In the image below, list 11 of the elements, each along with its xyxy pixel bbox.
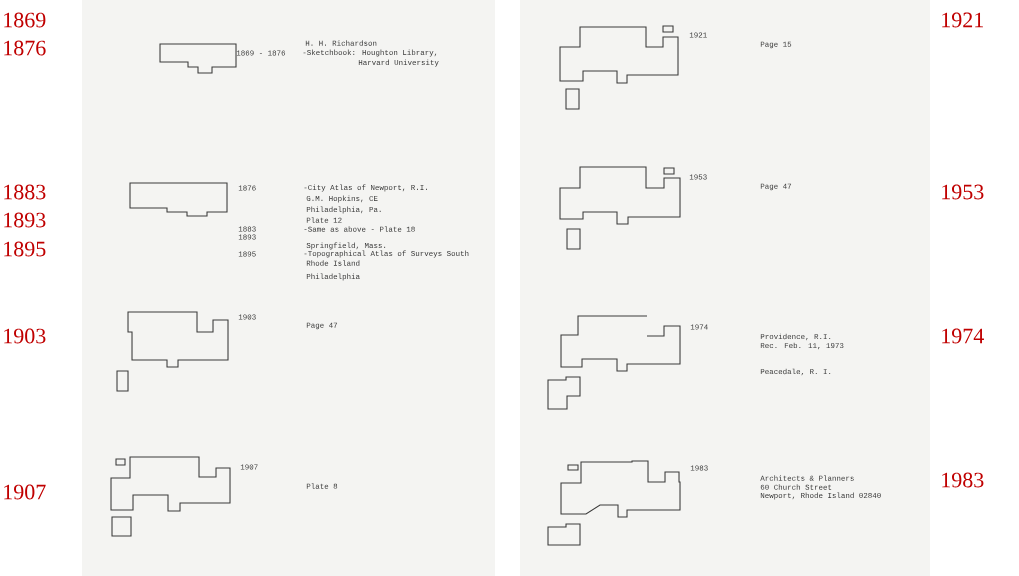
year-label: 1903 <box>4 328 46 344</box>
year-label: 1983 <box>942 472 984 488</box>
year-label: 1953 <box>942 184 984 200</box>
year-label: 1883 <box>4 184 46 200</box>
year-label: 1907 <box>4 484 46 500</box>
year-label: 1974 <box>942 328 984 344</box>
year-label: 1893 <box>4 212 46 228</box>
year-label: 1869 <box>4 12 46 28</box>
year-label: 1921 <box>942 12 983 28</box>
year-label: 1895 <box>4 241 46 257</box>
year-label: 1876 <box>4 40 46 56</box>
